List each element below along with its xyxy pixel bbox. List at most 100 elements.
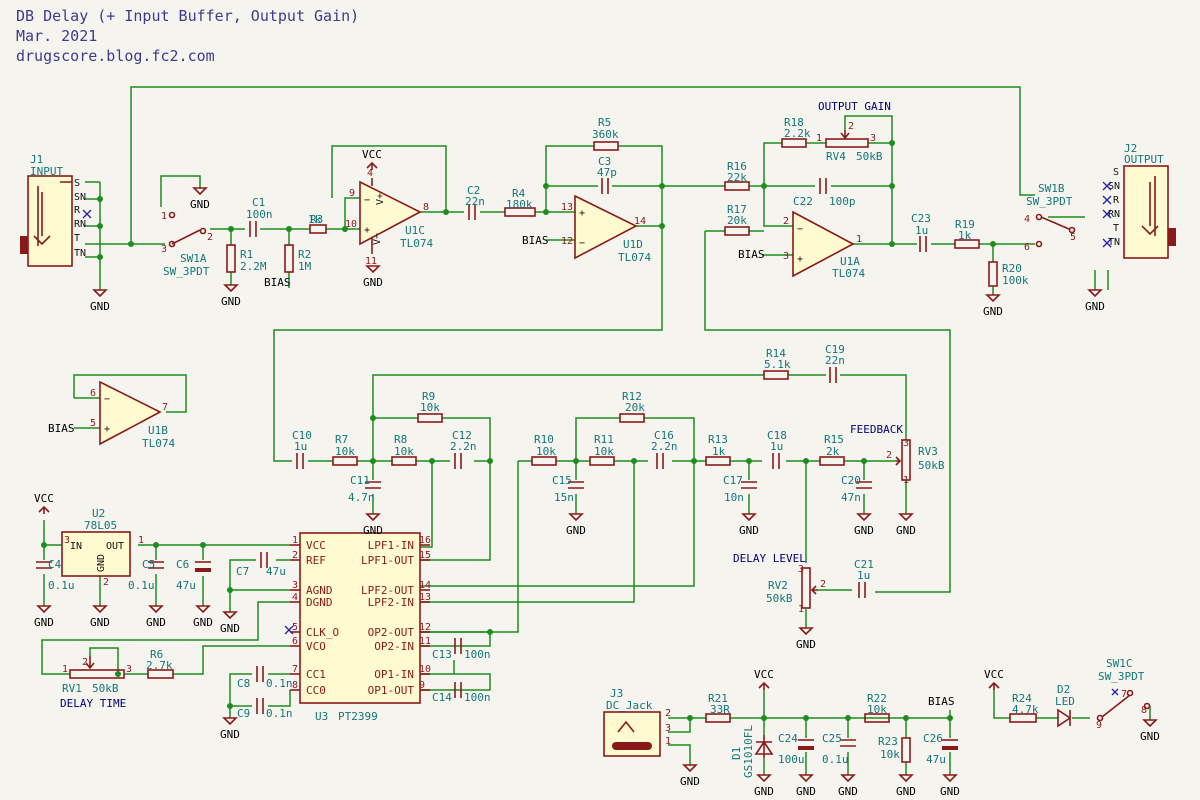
j1-value: INPUT — [30, 165, 63, 178]
c6-value: 47u — [176, 579, 196, 592]
c3-ref: C3 — [598, 155, 611, 168]
c18-value: 1u — [770, 440, 783, 453]
svg-text:+: + — [797, 254, 803, 265]
capacitor-c7 — [260, 552, 268, 568]
gnd-label: GND — [739, 524, 759, 537]
capacitor-c8 — [256, 666, 264, 682]
r24-value: 4.7k — [1012, 703, 1039, 716]
r2-ref: R2 — [298, 248, 311, 261]
r20-ref: R20 — [1002, 262, 1022, 275]
u1a-pin-1: 1 — [856, 234, 862, 245]
capacitor-c25 — [840, 739, 856, 747]
rv3-value: 50kB — [918, 459, 945, 472]
u1b-pin-7: 7 — [162, 402, 168, 413]
sw1a-pin-3: 3 — [161, 244, 167, 255]
c13-value: 100n — [464, 648, 491, 661]
u3-right-pin-number: 15 — [419, 550, 431, 561]
gnd-label: GND — [221, 295, 241, 308]
u3-left-pin-number: 8 — [292, 680, 298, 691]
sw1a-ref: SW1A — [180, 252, 207, 265]
c15-value: 15n — [554, 491, 574, 504]
u3-left-pin-name: VCO — [306, 640, 326, 653]
capacitor-c19 — [829, 367, 837, 383]
diode-d2: D2 LED — [1055, 683, 1075, 728]
opamp-u1d: +− 13 12 14 U1D TL074 — [561, 194, 651, 264]
c23-value: 1u — [915, 224, 928, 237]
c23-ref: C23 — [911, 212, 931, 225]
resistor-r11 — [589, 456, 615, 466]
sw1a-pin-1: 1 — [161, 211, 167, 222]
u1a-value: TL074 — [832, 267, 865, 280]
c8-value: 0.1n — [266, 677, 293, 690]
rv3-pin-2: 2 — [886, 450, 892, 461]
j1-pin-tn: TN — [74, 248, 86, 259]
u3-right-pin-number: 13 — [419, 592, 431, 603]
r16-ref: R16 — [727, 160, 747, 173]
gnd-label: GND — [193, 616, 213, 629]
capacitor-c17 — [741, 481, 757, 489]
c19-value: 22n — [825, 354, 845, 367]
j1-pin-s: S — [74, 178, 80, 189]
c16-ref: C16 — [654, 429, 674, 442]
r22-ref: R22 — [867, 692, 887, 705]
j2-pin-sn: SN — [1108, 181, 1120, 192]
r5-value: 360k — [592, 128, 619, 141]
c19-ref: C19 — [825, 343, 845, 356]
u3-left-pin-name: DGND — [306, 596, 333, 609]
capacitor-c16 — [656, 453, 664, 469]
gnd-label: GND — [1085, 300, 1105, 313]
c9-ref: C9 — [237, 707, 250, 720]
ground-symbol: GND — [220, 611, 240, 635]
r18-ref: R18 — [784, 116, 804, 129]
pot-rv2: 3 2 1 RV2 50kB — [766, 564, 826, 615]
sw1a-value: SW_3PDT — [163, 265, 210, 278]
capacitor-c5 — [148, 561, 164, 569]
u2-gnd-label: GND — [96, 554, 107, 572]
ground-symbol: GND — [566, 513, 586, 537]
c5-value: 0.1u — [128, 579, 155, 592]
d2-ref: D2 — [1057, 683, 1070, 696]
u3-right-pin-name: OP1-OUT — [368, 684, 415, 697]
r8-value: 10k — [394, 445, 414, 458]
c14-ref: C14 — [432, 691, 452, 704]
gnd-label: GND — [838, 785, 858, 798]
r20-value: 100k — [1002, 274, 1029, 287]
vcc-label: VCC — [362, 148, 382, 161]
c15-ref: C15 — [552, 474, 572, 487]
u3-left-pin-name: REF — [306, 554, 326, 567]
c21-value: 1u — [857, 569, 870, 582]
gnd-label: GND — [566, 524, 586, 537]
delay-time-label: DELAY TIME — [60, 697, 126, 710]
c11-value: 4.7n — [348, 491, 375, 504]
r22-value: 10k — [867, 703, 887, 716]
c26-value: 47u — [926, 753, 946, 766]
u3-left-pin-name: AGND — [306, 584, 333, 597]
u1c-pin-10: 10 — [345, 219, 357, 230]
r5-ref: R5 — [598, 116, 611, 129]
sw1b-ref: SW1B — [1038, 182, 1065, 195]
u1c-pin-8: 8 — [423, 202, 429, 213]
ground-symbol: GND — [940, 774, 960, 798]
svg-text:−: − — [579, 238, 585, 249]
u1b-ref: U1B — [148, 424, 168, 437]
gnd-label: GND — [796, 785, 816, 798]
c6-ref: C6 — [176, 558, 189, 571]
c22-value: 100p — [829, 195, 856, 208]
u3-right-pin-name: OP1-IN — [374, 668, 414, 681]
u2-out-label: OUT — [106, 541, 124, 552]
svg-text:V−: V− — [372, 233, 383, 245]
r15-ref: R15 — [824, 433, 844, 446]
resistor-r15 — [819, 456, 845, 466]
r15-value: 2k — [826, 445, 840, 458]
u3-left-pin-number: 5 — [292, 622, 298, 633]
ground-symbol: GND — [854, 513, 874, 537]
feedback-label: FEEDBACK — [850, 423, 903, 436]
rv3-ref: RV3 — [918, 445, 938, 458]
d2-value: LED — [1055, 695, 1075, 708]
c14-value: 100n — [464, 691, 491, 704]
ground-symbol: GND — [754, 774, 774, 798]
j1-pin-r: R — [74, 205, 81, 216]
ground-symbol: GND — [896, 774, 916, 798]
